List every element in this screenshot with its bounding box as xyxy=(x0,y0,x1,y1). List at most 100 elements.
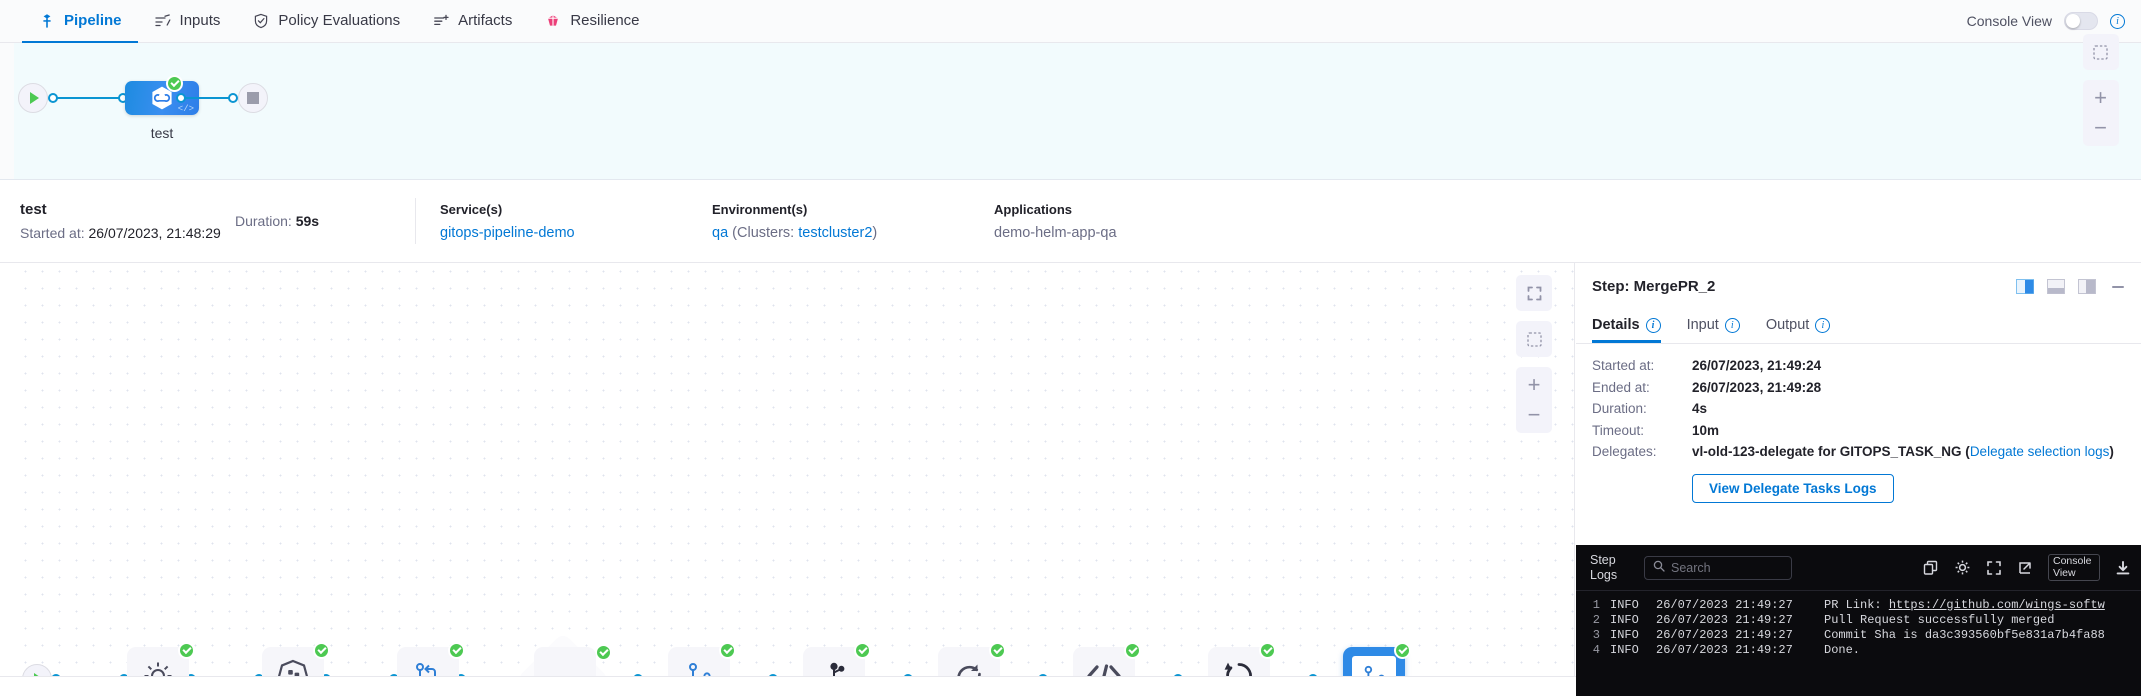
status-badge-harness-approval-success xyxy=(595,644,612,661)
fullscreen-icon[interactable] xyxy=(1516,275,1552,311)
split-view-right-icon[interactable] xyxy=(2016,279,2034,294)
fit-to-screen-icon[interactable] xyxy=(2082,34,2119,70)
stage-label: test xyxy=(150,125,174,141)
duration-value: 4s xyxy=(1692,401,1708,416)
log-timestamp: 26/07/2023 21:49:27 xyxy=(1656,642,1793,657)
delegate-selection-logs-link[interactable]: Delegate selection logs xyxy=(1969,444,2110,459)
gear-icon[interactable] xyxy=(1954,559,1971,576)
execution-duration: Duration: 59s xyxy=(235,213,415,229)
execution-summary-bar: test Started at: 26/07/2023, 21:48:29 Du… xyxy=(0,180,2141,263)
service-link[interactable]: gitops-pipeline-demo xyxy=(440,224,575,241)
mini-pipeline-strip: </> test + − xyxy=(0,34,2141,180)
step-details-tabs: Details i Input i Output i xyxy=(1576,310,2141,344)
pipeline-start-node[interactable] xyxy=(18,83,48,113)
delegates-value: vl-old-123-delegate for GITOPS_TASK_NG (… xyxy=(1692,444,2114,459)
environment-link[interactable]: qa xyxy=(712,224,729,241)
console-view-btn-line2: View xyxy=(2053,566,2076,579)
zoom-out-button[interactable]: − xyxy=(1527,402,1541,427)
code-icon: </> xyxy=(177,104,194,114)
console-view-toggle[interactable] xyxy=(2064,12,2098,30)
tab-input-label: Input xyxy=(1686,317,1719,333)
execution-graph-canvas[interactable]: </> Service </> GitopsClusters </> Updat… xyxy=(0,263,1575,696)
minimize-icon[interactable] xyxy=(2109,279,2127,294)
step-details-header: Step: MergePR_2 xyxy=(1576,263,2141,310)
graph-left-gutter xyxy=(0,263,14,696)
tab-artifacts-label: Artifacts xyxy=(458,12,513,29)
console-view-btn-line1: Console xyxy=(2053,554,2092,567)
tab-details[interactable]: Details i xyxy=(1592,317,1661,343)
tab-pipeline[interactable]: Pipeline xyxy=(22,1,138,44)
zoom-in-button[interactable]: + xyxy=(2094,85,2107,110)
summary-services: Service(s) gitops-pipeline-demo xyxy=(440,202,712,241)
strip-left-gutter xyxy=(0,43,14,179)
started-at-key: Started at: xyxy=(1592,358,1655,373)
started-at-value: 26/07/2023, 21:49:24 xyxy=(1692,358,1822,373)
status-badge-revertpr-1-success xyxy=(1259,642,1276,659)
step-logs-header: Step Logs xyxy=(1576,545,2141,591)
open-external-icon[interactable] xyxy=(2017,560,2033,576)
search-input[interactable] xyxy=(1671,560,1783,575)
detail-row-timeout: Timeout: 10m xyxy=(1592,423,2125,438)
log-level: INFO xyxy=(1610,642,1639,657)
environments-heading: Environment(s) xyxy=(712,201,808,217)
log-message: Pull Request successfully merged xyxy=(1824,612,2055,627)
stop-icon xyxy=(247,92,259,104)
summary-title-block: test Started at: 26/07/2023, 21:48:29 xyxy=(20,201,320,241)
split-view-left-icon[interactable] xyxy=(2078,279,2096,294)
log-timestamp: 26/07/2023 21:49:27 xyxy=(1656,597,1793,612)
execution-title: test xyxy=(20,201,47,218)
detail-row-duration: Duration: 4s xyxy=(1592,401,2125,416)
tab-resilience-label: Resilience xyxy=(570,12,640,29)
started-at-label: Started at: xyxy=(20,225,85,241)
duration-label: Duration: xyxy=(235,213,292,229)
ended-at-value: 26/07/2023, 21:49:28 xyxy=(1692,379,1822,395)
tab-policy-evaluations[interactable]: Policy Evaluations xyxy=(236,1,416,44)
status-badge-merge-pr-success xyxy=(719,642,736,659)
connector-stage-to-end xyxy=(184,97,232,99)
info-icon[interactable]: i xyxy=(1815,317,1831,333)
started-at-value: 26/07/2023, 21:48:29 xyxy=(88,225,221,241)
log-message-text: PR Link: xyxy=(1824,597,1889,612)
graph-bottom-strip xyxy=(0,676,1576,696)
info-icon[interactable]: i xyxy=(2110,13,2125,29)
tab-input[interactable]: Input i xyxy=(1687,317,1740,343)
mini-zoom-controls: + − xyxy=(2082,80,2119,146)
log-search-box[interactable] xyxy=(1644,555,1792,580)
log-line: 4 INFO 26/07/2023 21:49:27 Done. xyxy=(1576,642,2141,657)
log-level: INFO xyxy=(1610,627,1639,642)
log-lines[interactable]: 1 INFO 26/07/2023 21:49:27 PR Link: http… xyxy=(1576,591,2141,657)
download-icon[interactable] xyxy=(2115,560,2131,576)
ended-at-key: Ended at: xyxy=(1592,379,1650,395)
top-navigation-bar: Pipeline Inputs Policy Evaluations Artif… xyxy=(0,0,2141,44)
log-line: 3 INFO 26/07/2023 21:49:27 Commit Sha is… xyxy=(1576,627,2141,642)
chained-pipeline-icon xyxy=(149,85,175,111)
delegates-suffix: ) xyxy=(2109,444,2114,459)
zoom-in-button[interactable]: + xyxy=(1527,372,1541,397)
tab-output[interactable]: Output i xyxy=(1766,317,1831,343)
pipeline-end-node[interactable] xyxy=(238,83,268,113)
tab-inputs[interactable]: Inputs xyxy=(138,1,237,44)
mini-pipeline-canvas[interactable]: </> test xyxy=(14,43,2141,179)
info-icon[interactable]: i xyxy=(1724,317,1740,333)
applications-heading: Applications xyxy=(994,201,1073,217)
cluster-link[interactable]: testcluster2 xyxy=(798,224,873,241)
log-message: PR Link: https://github.com/wings-softw xyxy=(1824,598,2105,612)
step-logs-title-line2: Logs xyxy=(1590,567,1618,582)
info-icon[interactable]: i xyxy=(1645,317,1661,333)
detail-row-ended-at: Ended at: 26/07/2023, 21:49:28 xyxy=(1592,380,2125,395)
zoom-out-button[interactable]: − xyxy=(2094,115,2107,140)
fullscreen-icon[interactable] xyxy=(1986,560,2002,576)
inputs-icon xyxy=(154,12,172,30)
copy-icon[interactable] xyxy=(1923,560,1939,576)
execution-started-at: Started at: 26/07/2023, 21:48:29 xyxy=(20,225,320,241)
split-view-bottom-icon[interactable] xyxy=(2047,279,2065,294)
log-link[interactable]: https://github.com/wings-softw xyxy=(1888,597,2105,612)
console-view-button[interactable]: Console View xyxy=(2048,553,2100,582)
step-details-body: Started at: 26/07/2023, 21:49:24 Ended a… xyxy=(1576,344,2141,503)
view-delegate-tasks-logs-button[interactable]: View Delegate Tasks Logs xyxy=(1692,473,1894,503)
top-nav-tabs: Pipeline Inputs Policy Evaluations Artif… xyxy=(22,0,656,44)
tab-artifacts[interactable]: Artifacts xyxy=(416,1,528,44)
fit-to-screen-icon[interactable] xyxy=(1516,321,1552,357)
tab-resilience[interactable]: Resilience xyxy=(528,1,655,44)
log-level: INFO xyxy=(1610,612,1639,627)
